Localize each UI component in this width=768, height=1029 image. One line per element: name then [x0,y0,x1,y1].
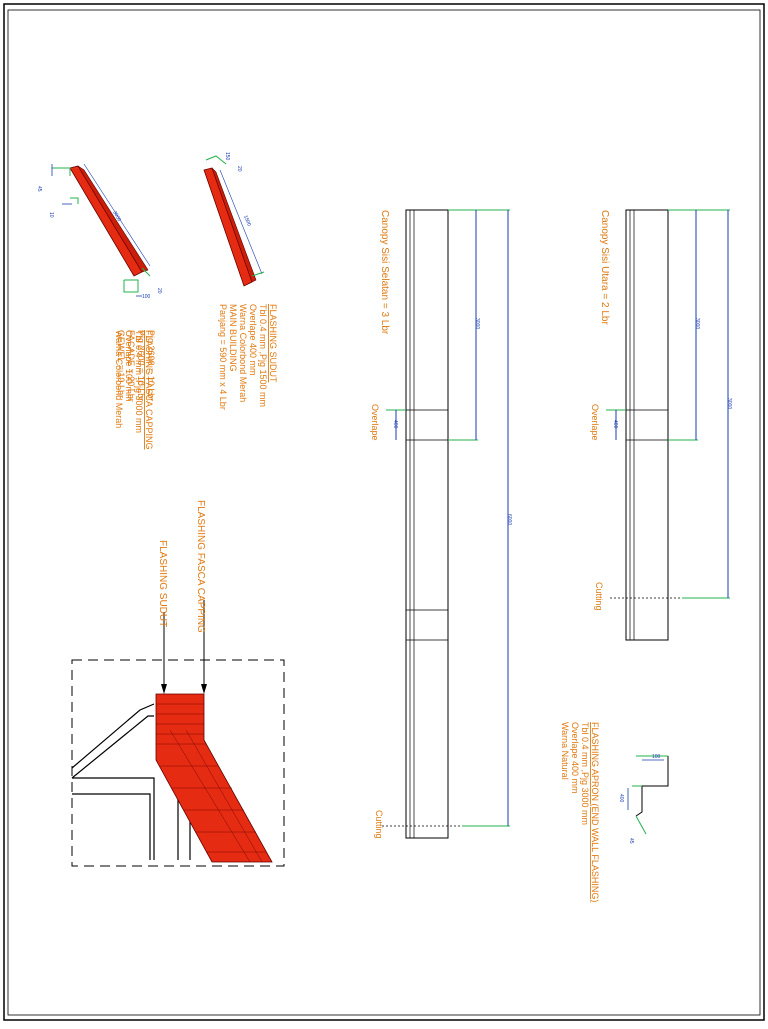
fasca-dim-3: 3000 [111,210,122,223]
fasca-qty-1: GEWEL = 10 Lbr [116,330,126,398]
sudut-line-5: Panjang = 590 mm x 4 Lbr [218,304,228,410]
apron-notes: FLASHING APRON (END WALL FLASHING) Tbl 0… [560,722,600,902]
canopy-utara-label: Canopy Sisi Utara = 2 Lbr [599,210,610,325]
sudut-line-2: Overlape 400 mm [248,304,258,376]
fasca-qty-4: Pjg 2600 = 10 Lbr [146,330,156,401]
selatan-dim-2: 400 [392,420,398,429]
sudut-dim-3: 1500 [242,215,252,228]
canopy-selatan-label: Canopy Sisi Selatan = 3 Lbr [379,210,390,335]
apron-title: FLASHING APRON (END WALL FLASHING) [590,722,600,902]
canopy-utara [606,209,730,641]
canopy-selatan-overlap: Overlape [370,404,380,441]
apron-dim-2: 400 [618,794,624,803]
selatan-dim-1: 3000 [474,318,480,329]
utara-dim-3: 3000 [726,398,732,409]
outer-border [3,3,765,1021]
fasca-quantities: GEWEL = 10 Lbr FACADE = 20 Lbr Pjg 2600 … [116,330,156,402]
fasca-dim-1: 45 [36,186,42,192]
sudut-notes: FLASHING SUDUT Tbl 0.4 mm ,Pjg 1500 mm O… [218,304,278,410]
apron-profile [627,755,669,835]
fasca-dim-5: 100 [142,294,151,300]
fasca-notes: FLASHING FASCA CAPPING Tbl 0.4 mm ,Pjg 3… [114,330,154,450]
sudut-3d [203,155,265,287]
fasca-line-1: Tbl 0.4 mm ,Pjg 3000 mm [134,330,144,433]
canopy-selatan-cutting: Cutting [374,810,384,839]
selatan-dim-3: 6000 [506,514,512,525]
detail-view [71,600,285,867]
sudut-title: FLASHING SUDUT [268,304,278,383]
callout-fasca: FLASHING FASCA CAPPING [195,500,206,633]
fasca-dim-4: 20 [156,288,162,294]
callout-sudut: FLASHING SUDUT [157,540,168,627]
sudut-dim-2: 20 [236,166,242,172]
fasca-qty-2: FACADE = 20 Lbr [126,330,136,402]
canopy-utara-overlap: Overlape [590,404,600,441]
fasca-line-2: Overlape 100 mm [124,330,134,402]
apron-dim-1: 100 [652,754,661,760]
fasca-capping-3d [51,163,151,297]
apron-line-3: Warna Natural [560,722,570,780]
canopy-utara-cutting: Cutting [594,582,604,611]
sudut-line-1: Tbl 0.4 mm ,Pjg 1500 mm [258,304,268,407]
apron-line-2: Overlape 400 mm [570,722,580,794]
fasca-dim-2: 10 [48,212,54,218]
sudut-line-4: MAIN BUILDING [228,304,238,372]
sudut-dim-1: 150 [224,152,230,161]
apron-dim-3: 45 [628,838,634,844]
fasca-line-3: Warna Colorbond Merah [114,330,124,428]
utara-dim-2: 400 [612,420,618,429]
apron-line-1: Tbl 0.4 mm ,Pjg 3000 mm [580,722,590,825]
utara-dim-1: 3000 [694,318,700,329]
sudut-line-3: Warna Colorbond Merah [238,304,248,402]
fasca-title: FLASHING FASCA CAPPING [144,330,154,450]
fasca-qty-3: Pjg 2600 = 10 Lbr [136,330,146,401]
canopy-selatan [382,209,510,839]
inner-border [7,9,761,1016]
